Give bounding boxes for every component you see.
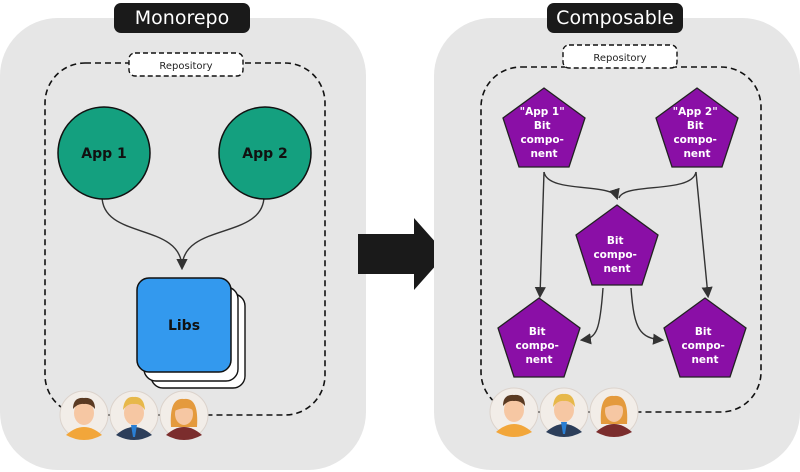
- center-to-bottom-left-arrow: [579, 287, 604, 345]
- bit-component-bottom-right-node: [663, 297, 747, 378]
- bit-component-center-node: [575, 204, 659, 286]
- monorepo-title-bg: [114, 3, 250, 33]
- composable-title-bg: [547, 3, 683, 33]
- bit-component-center-label: Bit compo- nent: [593, 235, 640, 275]
- bit-component-app2-node: [655, 87, 739, 168]
- monorepo-title: Monorepo: [135, 7, 229, 29]
- app1-to-libs-arrow: [101, 195, 188, 271]
- app2-bit-to-center-arrow: [618, 171, 697, 199]
- libs-label: Libs: [168, 318, 200, 334]
- app2-to-libs-arrow: [181, 195, 265, 269]
- composable-repository-label: Repository: [593, 53, 646, 64]
- app2-label: App 2: [242, 146, 288, 162]
- bit-component-app1-node: [502, 87, 586, 168]
- composable-repository-tag: [562, 44, 678, 69]
- bit-component-app1-label: "App 1" Bit compo- nent: [520, 106, 569, 160]
- composable-title: Composable: [556, 7, 674, 29]
- app2-bit-to-bottom-right-arrow: [695, 171, 713, 299]
- monorepo-repository-tag: [128, 52, 244, 77]
- monorepo-repository-label: Repository: [159, 61, 212, 72]
- bit-component-bottom-left-node: [497, 297, 581, 378]
- person-male-suit-icon: [539, 387, 589, 438]
- person-male-orange-icon: [489, 387, 539, 438]
- person-male-suit-icon: [109, 390, 159, 441]
- app1-label: App 1: [81, 146, 127, 162]
- transition-arrow-icon: [358, 218, 446, 290]
- app1-bit-to-bottom-left-arrow: [534, 171, 546, 299]
- bit-component-bottom-right-label: Bit compo- nent: [681, 326, 728, 366]
- app1-bit-to-center-arrow: [543, 171, 620, 201]
- bit-component-bottom-left-label: Bit compo- nent: [515, 326, 562, 366]
- person-female-icon: [159, 390, 209, 441]
- person-male-orange-icon: [59, 390, 109, 441]
- person-female-icon: [589, 387, 639, 438]
- app2-node: [218, 106, 312, 200]
- bit-component-app2-label: "App 2" Bit compo- nent: [673, 106, 722, 160]
- app1-node: [57, 106, 151, 200]
- libs-node: [136, 277, 232, 373]
- center-to-bottom-right-arrow: [630, 287, 665, 345]
